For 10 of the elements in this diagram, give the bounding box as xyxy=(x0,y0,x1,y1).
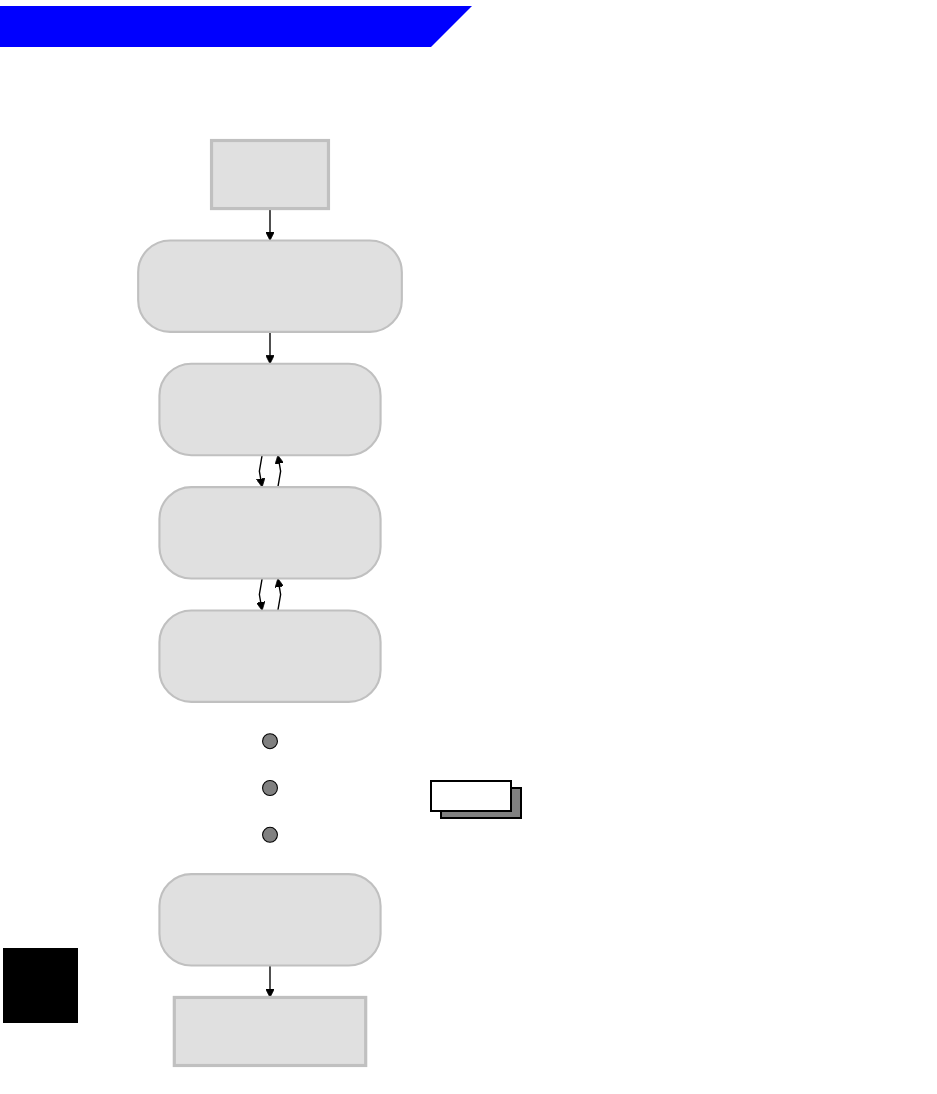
node-box xyxy=(172,995,368,1068)
node-circle xyxy=(262,733,278,750)
node-box xyxy=(209,138,331,211)
node-box xyxy=(158,873,382,967)
node-circle xyxy=(262,826,278,843)
node-box xyxy=(158,486,382,580)
node-circle xyxy=(262,780,278,796)
node-box xyxy=(158,609,382,703)
node-box xyxy=(137,239,403,333)
node-box xyxy=(158,362,382,457)
